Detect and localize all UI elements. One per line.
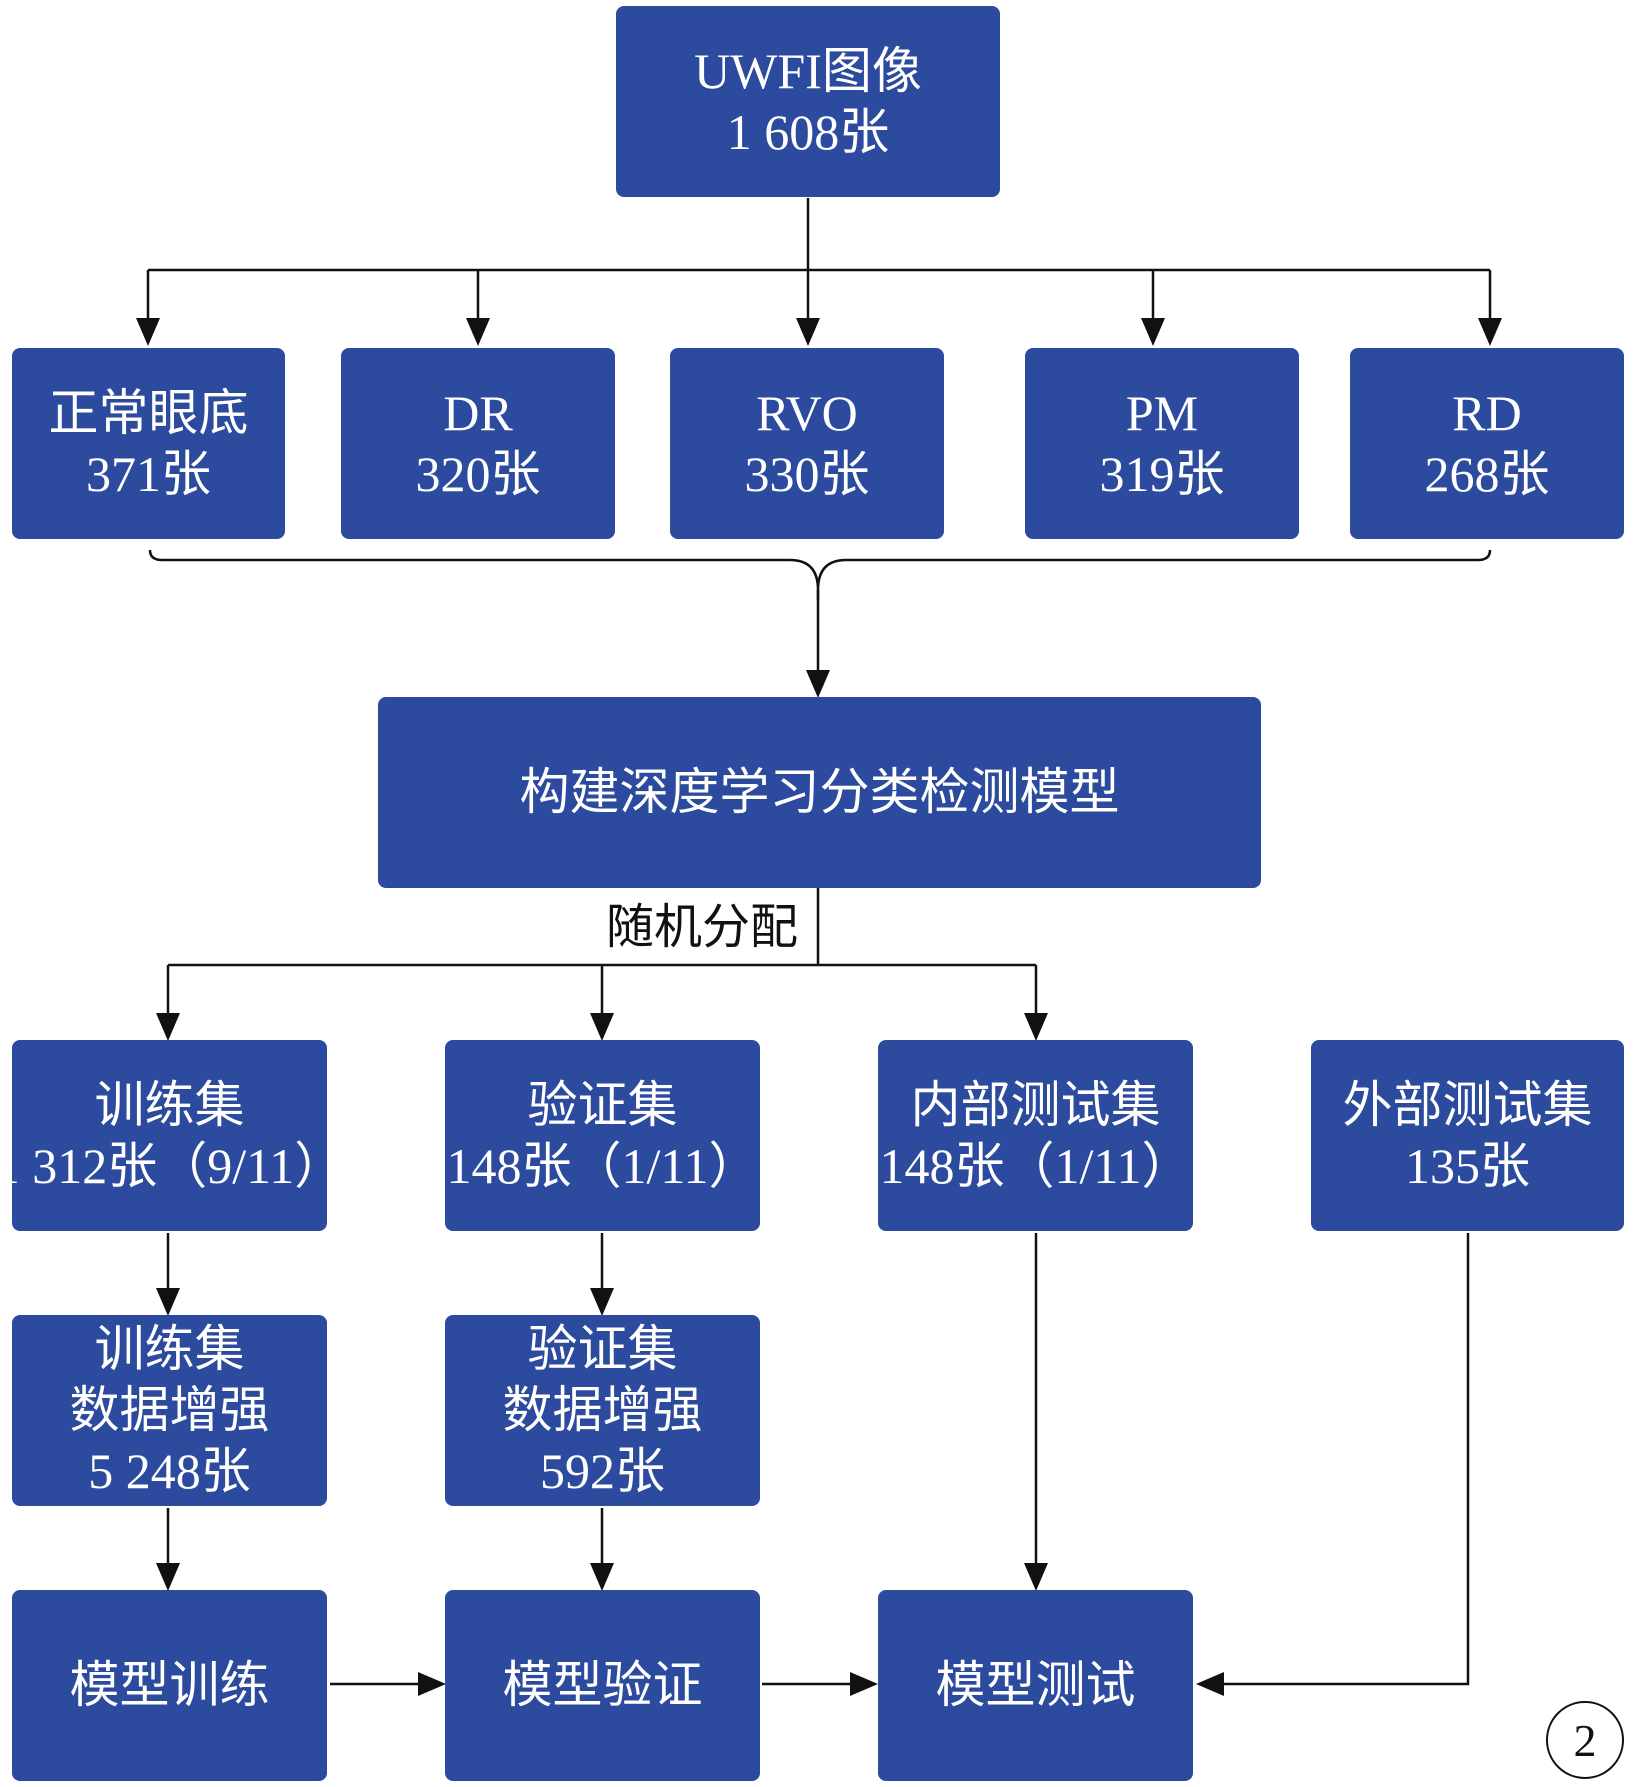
set-name: 外部测试集 [1342,1076,1593,1133]
set-box-external-test: 外部测试集 135张 [1311,1040,1624,1231]
category-count: 268张 [1424,445,1550,502]
set-name: 内部测试集 [910,1076,1161,1133]
category-name: PM [1125,384,1199,441]
category-name: 正常眼底 [48,384,249,441]
arrowhead-train [156,1013,180,1041]
category-box-pm: PM 319张 [1025,348,1299,539]
arrowhead-pm [1141,318,1165,346]
model-title: 构建深度学习分类检测模型 [519,764,1120,820]
arrowhead-validation [590,1563,614,1591]
category-name: RVO [756,384,858,441]
set-count: 135张 [1405,1137,1530,1194]
category-brace [148,549,1492,600]
set-box-train: 训练集 1 312张（9/11） [0,1040,344,1231]
set-box-val: 验证集 148张（1/11） [445,1040,760,1231]
category-box-dr: DR 320张 [341,348,615,539]
root-title: UWFI图像 [694,42,922,99]
stage-label: 模型验证 [502,1657,703,1713]
category-count: 320张 [415,445,541,502]
arrowhead-rvo [796,318,820,346]
stage-box-validation: 模型验证 [445,1590,760,1781]
augment-line2: 数据增强 [69,1382,270,1438]
split-label: 随机分配 [606,901,799,954]
arrowhead-training-validation [418,1672,446,1696]
category-box-normal: 正常眼底 371张 [12,348,285,539]
root-count: 1 608张 [726,103,890,160]
arrowhead-training [156,1563,180,1591]
stage-box-training: 模型训练 [12,1590,327,1781]
figure-number: 2 [1573,1714,1597,1766]
root-box: UWFI图像 1 608张 [616,6,1000,197]
arrowhead-dr [466,318,490,346]
set-count: 148张（1/11） [879,1137,1192,1194]
arrowhead-external-test [1196,1672,1224,1696]
arrowhead-internal [1024,1013,1048,1041]
model-box: 构建深度学习分类检测模型 [378,697,1261,888]
set-count: 148张（1/11） [446,1137,759,1194]
arrowhead-validation-test [850,1672,878,1696]
set-name: 验证集 [527,1076,678,1133]
category-count: 330张 [744,445,870,502]
arrowhead-val-aug [590,1288,614,1316]
category-name: RD [1452,384,1522,441]
augment-count: 5 248张 [88,1443,251,1499]
set-box-internal-test: 内部测试集 148张（1/11） [878,1040,1193,1231]
figure-number-badge: 2 [1546,1701,1624,1779]
stage-box-testing: 模型测试 [878,1590,1193,1781]
category-box-rvo: RVO 330张 [670,348,944,539]
arrowhead-val [590,1013,614,1041]
arrowhead-train-aug [156,1288,180,1316]
arrowhead-normal [136,318,160,346]
set-count: 1 312张（9/11） [0,1137,345,1194]
augment-box-train: 训练集 数据增强 5 248张 [12,1315,327,1506]
arrowhead-internal-test [1024,1563,1048,1591]
stage-label: 模型训练 [69,1657,270,1713]
connector-external-to-test [1210,1233,1470,1686]
augment-box-val: 验证集 数据增强 592张 [445,1315,760,1506]
category-box-rd: RD 268张 [1350,348,1624,539]
augment-line1: 验证集 [527,1321,678,1377]
stage-label: 模型测试 [935,1657,1136,1713]
augment-count: 592张 [540,1443,665,1499]
category-count: 371张 [86,445,211,502]
set-name: 训练集 [94,1076,245,1133]
arrowhead-model [806,670,830,698]
arrowhead-rd [1478,318,1502,346]
category-count: 319张 [1099,445,1225,502]
augment-line2: 数据增强 [502,1382,703,1438]
category-name: DR [443,384,513,441]
augment-line1: 训练集 [94,1321,245,1377]
